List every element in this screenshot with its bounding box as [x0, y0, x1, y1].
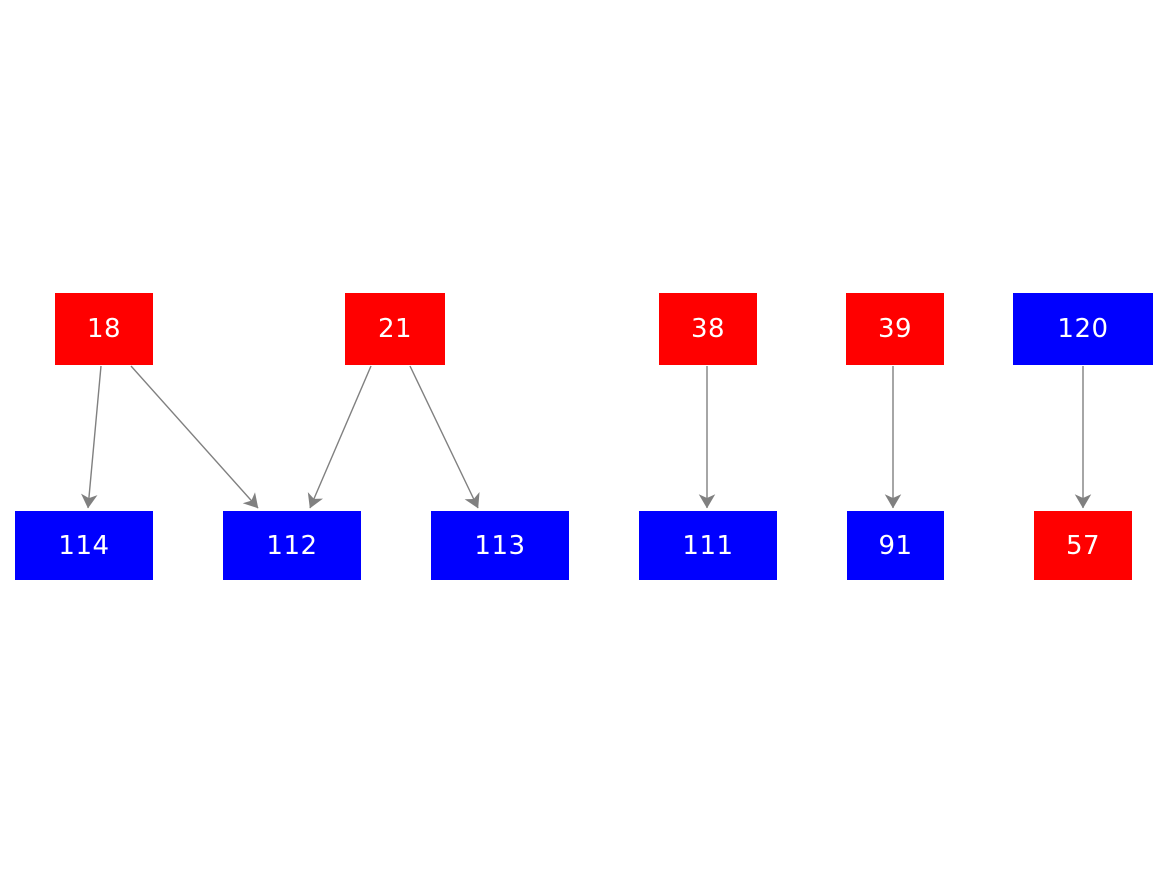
graph-node-label: 114: [58, 530, 110, 561]
graph-node-label: 120: [1057, 314, 1109, 344]
graph-edge-21-to-112: [307, 365, 372, 509]
graph-node-39[interactable]: 39: [846, 293, 944, 365]
graph-node-113[interactable]: 113: [431, 511, 569, 580]
graph-node-label: 57: [1065, 530, 1101, 561]
graph-edge-18-to-112: [130, 365, 259, 509]
graph-node-57[interactable]: 57: [1034, 511, 1132, 580]
graph-node-38[interactable]: 38: [659, 293, 757, 365]
graph-node-label: 39: [877, 314, 913, 344]
graph-node-91[interactable]: 91: [847, 511, 944, 580]
graph-node-label: 91: [878, 530, 913, 561]
graph-node-label: 111: [682, 530, 734, 561]
graph-node-label: 113: [474, 530, 526, 561]
graph-node-18[interactable]: 18: [55, 293, 153, 365]
graph-edge-21-to-113: [409, 365, 480, 509]
graph-node-112[interactable]: 112: [223, 511, 361, 580]
graph-node-120[interactable]: 120: [1013, 293, 1153, 365]
graph-node-21[interactable]: 21: [345, 293, 445, 365]
graph-node-label: 112: [266, 530, 318, 561]
graph-node-label: 21: [377, 314, 413, 344]
graph-edge-18-to-114: [81, 365, 102, 509]
edges-group: [81, 365, 1092, 509]
graph-node-111[interactable]: 111: [639, 511, 777, 580]
graph-node-label: 38: [690, 314, 726, 344]
graph-node-label: 18: [86, 314, 122, 344]
graph-node-114[interactable]: 114: [15, 511, 153, 580]
